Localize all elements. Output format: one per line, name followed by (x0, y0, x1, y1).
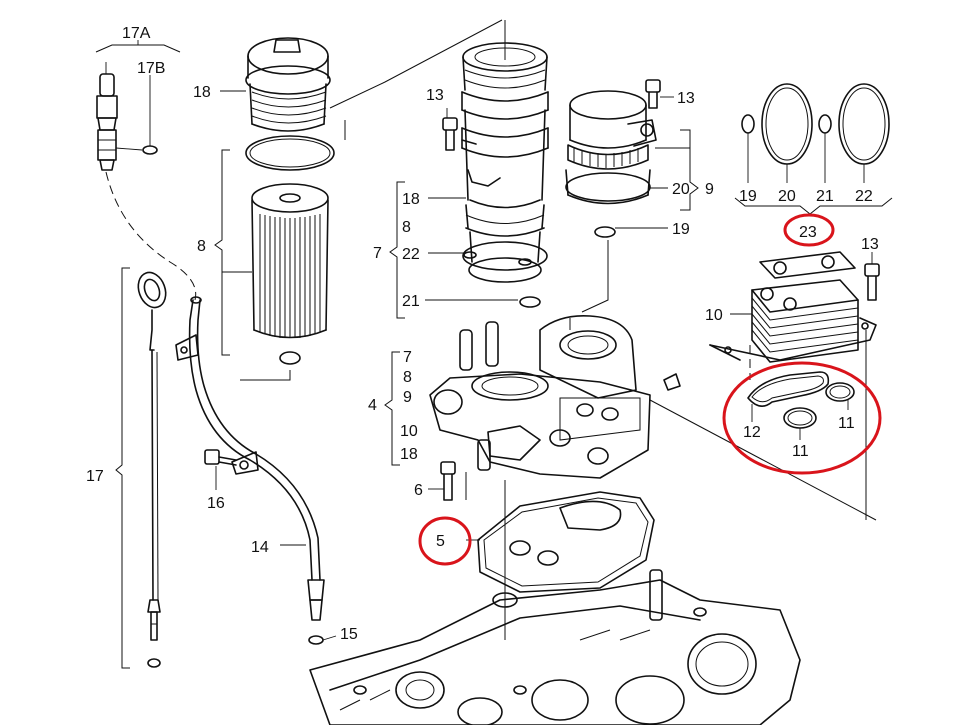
label-22-center: 22 (402, 246, 420, 263)
label-17: 17 (86, 468, 104, 485)
label-7: 7 (373, 245, 382, 262)
label-7-bracket: 7 (403, 349, 412, 366)
label-10-bracket: 10 (400, 423, 418, 440)
label-12: 12 (743, 424, 761, 441)
dipstick-assembly (95, 40, 337, 669)
label-13-cooler: 13 (861, 236, 879, 253)
label-4: 4 (368, 397, 377, 414)
label-6: 6 (414, 482, 423, 499)
label-20: 20 (778, 188, 796, 205)
label-16: 16 (207, 495, 225, 512)
oil-separator (565, 79, 699, 313)
label-11-right: 11 (838, 415, 855, 432)
label-23: 23 (799, 224, 817, 241)
label-13-center: 13 (426, 87, 444, 104)
label-8-center: 8 (402, 219, 411, 236)
cooler-gaskets (747, 371, 855, 440)
label-17b: 17B (137, 60, 165, 77)
label-10: 10 (705, 307, 723, 324)
highlight-gasket-group (722, 361, 882, 475)
oil-cooler (709, 251, 880, 520)
filter-bracket (384, 314, 681, 501)
label-14: 14 (251, 539, 269, 556)
filter-pleats (259, 214, 321, 338)
label-18-bracket: 18 (400, 446, 418, 463)
oil-filter-cap (214, 19, 503, 380)
label-20-separator: 20 (672, 181, 690, 198)
label-9-separator: 9 (705, 181, 714, 198)
label-8-bracket: 8 (403, 369, 412, 386)
highlight-23 (783, 213, 835, 247)
label-18: 18 (193, 84, 211, 101)
label-21-center: 21 (402, 293, 420, 310)
label-8: 8 (197, 238, 206, 255)
engine-block (309, 569, 801, 725)
label-5: 5 (436, 533, 445, 550)
label-13-separator: 13 (677, 90, 695, 107)
label-17a: 17A (122, 25, 151, 42)
bracket-gasket (466, 491, 655, 593)
label-9-bracket: 9 (403, 389, 412, 406)
label-21: 21 (816, 188, 834, 205)
highlight-marks (418, 213, 882, 566)
label-19-separator: 19 (672, 221, 690, 238)
label-22: 22 (855, 188, 873, 205)
label-15: 15 (340, 626, 358, 643)
seal-kit (734, 83, 893, 215)
highlight-5 (418, 516, 472, 566)
oil-filter-housing (389, 20, 549, 319)
part-labels: 17A 17B 18 8 17 16 14 15 13 13 13 18 8 7… (86, 25, 879, 643)
label-19: 19 (739, 188, 757, 205)
label-11-lower: 11 (792, 443, 809, 460)
label-18-center: 18 (402, 191, 420, 208)
